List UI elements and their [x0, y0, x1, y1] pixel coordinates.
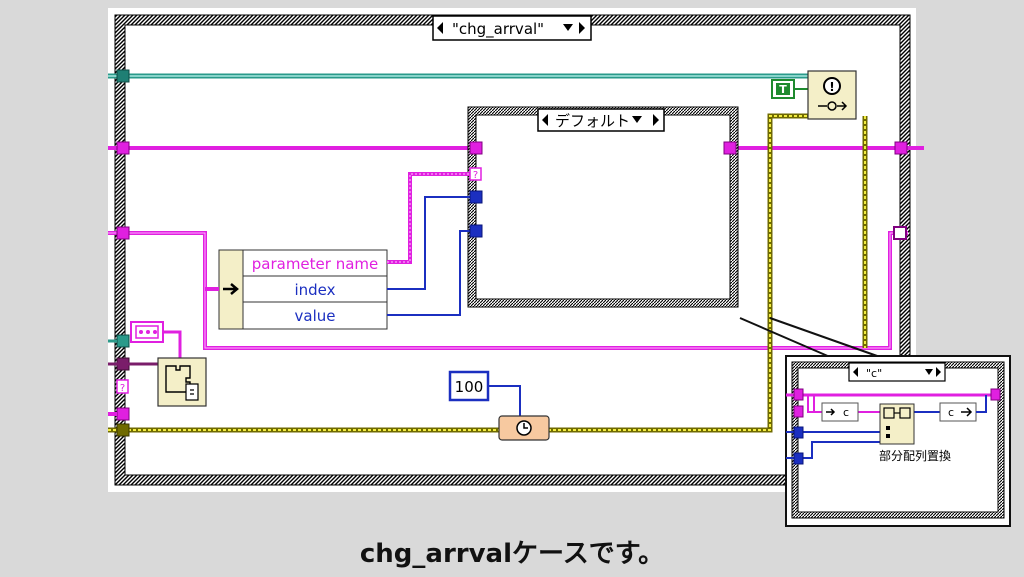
unbundle-by-name[interactable]: parameter name index value [218, 249, 388, 330]
svg-text:!: ! [829, 80, 834, 94]
inset-tunnel-3 [793, 426, 804, 439]
error-wire [108, 113, 868, 437]
dropdown-arrow-icon[interactable] [925, 369, 933, 375]
wait-node[interactable] [498, 415, 550, 441]
callout-line-left [739, 317, 831, 358]
warning-icon [823, 77, 841, 95]
string-tunnel-3 [116, 407, 130, 421]
callout-line-right [769, 317, 881, 358]
wait-ms-value: 100 [455, 378, 484, 396]
index-wire [387, 196, 470, 290]
increment-arrow-icon[interactable] [936, 367, 941, 377]
unbundle-arrow-icon [223, 283, 239, 295]
unbundle-row-index: index [294, 281, 335, 299]
value-wire [387, 230, 470, 316]
clear-errors-node[interactable]: ! [807, 70, 857, 120]
caption: chg_arrvalケースです。 [359, 539, 665, 569]
dropdown-arrow-icon[interactable] [632, 116, 642, 123]
inner-string-tunnel-out [723, 141, 737, 155]
string-wire-top [108, 141, 924, 155]
case-selector-label: "chg_arrval" [452, 20, 544, 39]
decrement-arrow-icon[interactable] [853, 367, 858, 377]
true-constant[interactable]: T [771, 79, 795, 99]
inner-case-label: デフォルト [555, 112, 630, 130]
variant-to-data-node[interactable] [157, 357, 207, 407]
inset-tunnel-out [990, 388, 1001, 401]
unknown-tunnel [469, 167, 482, 181]
true-constant-label: T [779, 83, 787, 96]
left-cluster-constant[interactable] [130, 321, 164, 343]
unbundle-row-value: value [295, 307, 336, 325]
wait-ms-constant[interactable]: 100 [448, 370, 490, 402]
decrement-arrow-icon[interactable] [437, 22, 443, 34]
dropdown-arrow-icon[interactable] [563, 24, 573, 31]
value-tunnel [469, 224, 483, 238]
unbundle-row-parameter-name: parameter name [252, 255, 379, 273]
inset-local-a-label: c [843, 406, 849, 419]
inset-function-label: 部分配列置換 [879, 448, 951, 463]
unknown-tunnel-left-label: ? [120, 383, 125, 394]
index-tunnel [469, 190, 483, 204]
inset-local-variable-b[interactable]: c [939, 402, 977, 422]
cluster-wire [108, 69, 808, 83]
increment-arrow-icon[interactable] [653, 114, 659, 126]
string-wire-lower [108, 226, 908, 350]
inner-case-selector[interactable]: デフォルト [537, 108, 665, 132]
error-tunnel [116, 423, 130, 437]
inner-case-structure[interactable] [467, 106, 739, 308]
inset-tunnel-4 [793, 452, 804, 465]
cluster-tunnel [116, 69, 130, 83]
inset-tunnel-1 [793, 388, 804, 401]
inset-local-variable-a[interactable]: c [821, 402, 859, 422]
inset-local-b-label: c [948, 406, 954, 419]
unknown-tunnel-left [116, 379, 129, 394]
string-tunnel-2 [116, 226, 130, 240]
inset-case-selector[interactable]: "c" [848, 362, 946, 382]
increment-arrow-icon[interactable] [579, 22, 585, 34]
unknown-tunnel-label: ? [473, 170, 478, 181]
string-tunnel-out [894, 141, 908, 155]
string-tunnel [116, 141, 130, 155]
decrement-arrow-icon[interactable] [542, 114, 548, 126]
inset-case-label: "c" [866, 367, 882, 380]
shift-register-out [893, 226, 907, 240]
case-selector[interactable]: "chg_arrval" [432, 15, 592, 41]
teal-tunnel-small [116, 334, 130, 348]
inner-string-tunnel-in [469, 141, 483, 155]
inset-replace-subset-node[interactable] [879, 403, 915, 445]
inset-tunnel-2 [793, 405, 804, 418]
